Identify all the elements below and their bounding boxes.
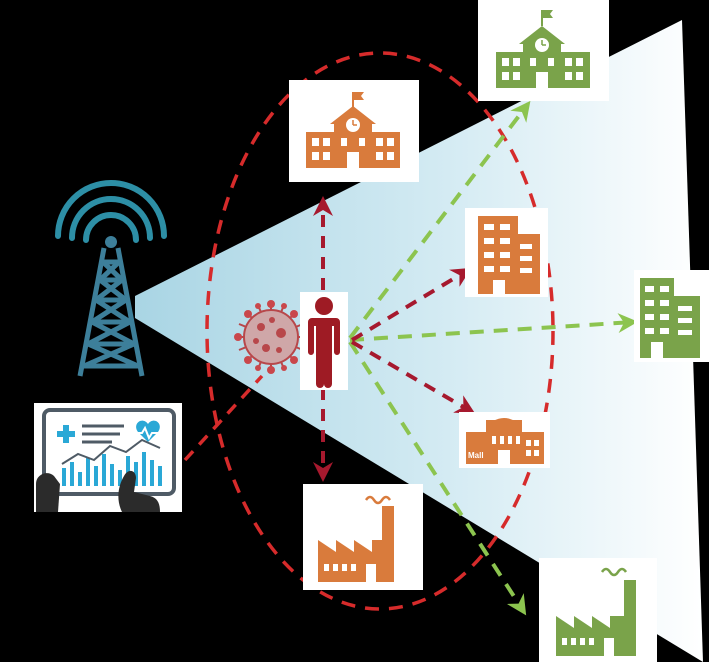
- green-factory-icon: [539, 558, 657, 662]
- signal-coverage-beam: [135, 20, 703, 662]
- tablet-link: [183, 374, 264, 462]
- orange-office-icon: [465, 208, 548, 297]
- green-school-icon: [478, 0, 609, 101]
- green-office-icon: [634, 270, 709, 362]
- signal-arcs: [55, 180, 167, 243]
- arrow-to-orange-mall: [350, 340, 476, 415]
- arrow-to-green-factory: [348, 340, 527, 616]
- direct-contact-arrows: [313, 196, 476, 482]
- orange-mall-icon: Mall: [459, 412, 550, 468]
- cell-tower-icon: [55, 180, 167, 377]
- health-monitoring-tablet-icon: [34, 403, 182, 512]
- orange-factory-icon: [303, 484, 423, 590]
- arrow-to-green-school: [348, 100, 531, 340]
- infection-zone-ellipse: [205, 51, 555, 611]
- orange-school-icon: [289, 80, 419, 182]
- mall-sign: Mall: [468, 451, 484, 460]
- person-icon: [300, 292, 348, 390]
- indirect-contact-arrows: [348, 100, 638, 616]
- arrow-to-orange-office: [350, 267, 472, 342]
